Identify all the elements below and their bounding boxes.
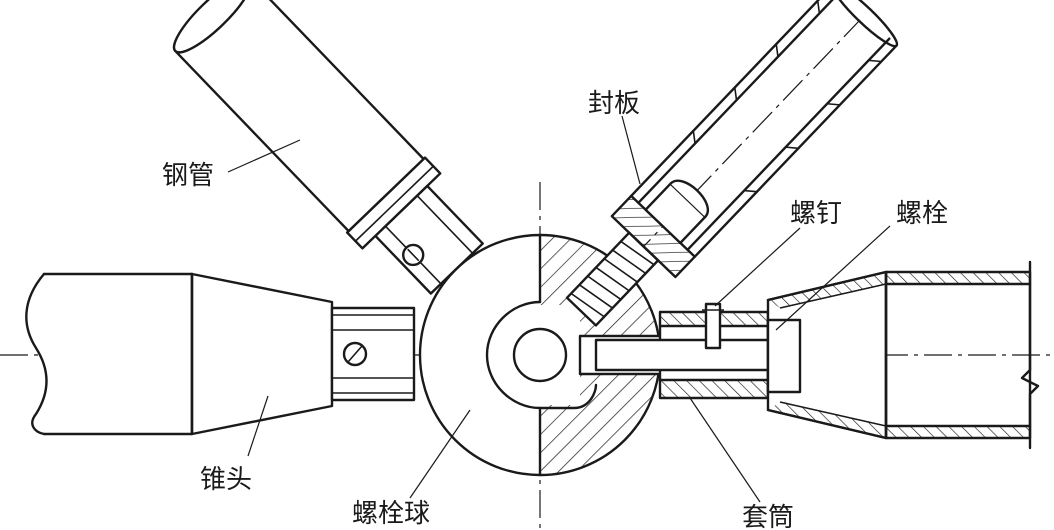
upper-right-pipe-wall-hatch: [692, 0, 882, 193]
upper-left-member: [172, 0, 484, 295]
left-member: [25, 272, 416, 436]
upper-left-pipe-end: [172, 0, 253, 54]
right-pipe-break: [1020, 260, 1040, 450]
right-member: [594, 260, 1040, 450]
leader-cone-head: [247, 395, 269, 457]
label-screw: 螺钉: [790, 199, 842, 229]
leader-sleeve: [689, 397, 761, 503]
bolt-ball-bore: [485, 300, 598, 410]
bolt-ball-center-hole: [512, 327, 568, 383]
leader-bolt-ball: [409, 409, 471, 499]
label-cone-head: 锥头: [200, 465, 252, 495]
upper-right-bolt-head: [644, 182, 707, 245]
leader-steel-pipe: [227, 139, 301, 173]
leader-lines: [227, 115, 891, 503]
leader-bolt: [775, 225, 891, 331]
upper-right-bolt-thread: [570, 240, 655, 318]
upper-right-member: [565, 0, 899, 327]
label-bolt-ball: 螺栓球: [352, 499, 430, 529]
left-cone-head: [190, 272, 334, 436]
left-steel-pipe: [42, 272, 194, 436]
right-screw: [704, 302, 722, 350]
upper-right-axis: [539, 19, 861, 356]
right-bolt: [594, 338, 792, 372]
label-bolt: 螺栓: [896, 199, 948, 229]
label-seal-plate: 封板: [588, 89, 640, 119]
leader-seal-plate: [621, 115, 641, 185]
label-sleeve: 套筒: [742, 503, 794, 530]
labels: 钢管 封板 螺钉 螺栓 锥头 螺栓球 套筒: [162, 89, 948, 530]
label-steel-pipe: 钢管: [162, 161, 214, 191]
leader-screw: [714, 227, 801, 307]
left-pipe-break: [25, 272, 48, 436]
